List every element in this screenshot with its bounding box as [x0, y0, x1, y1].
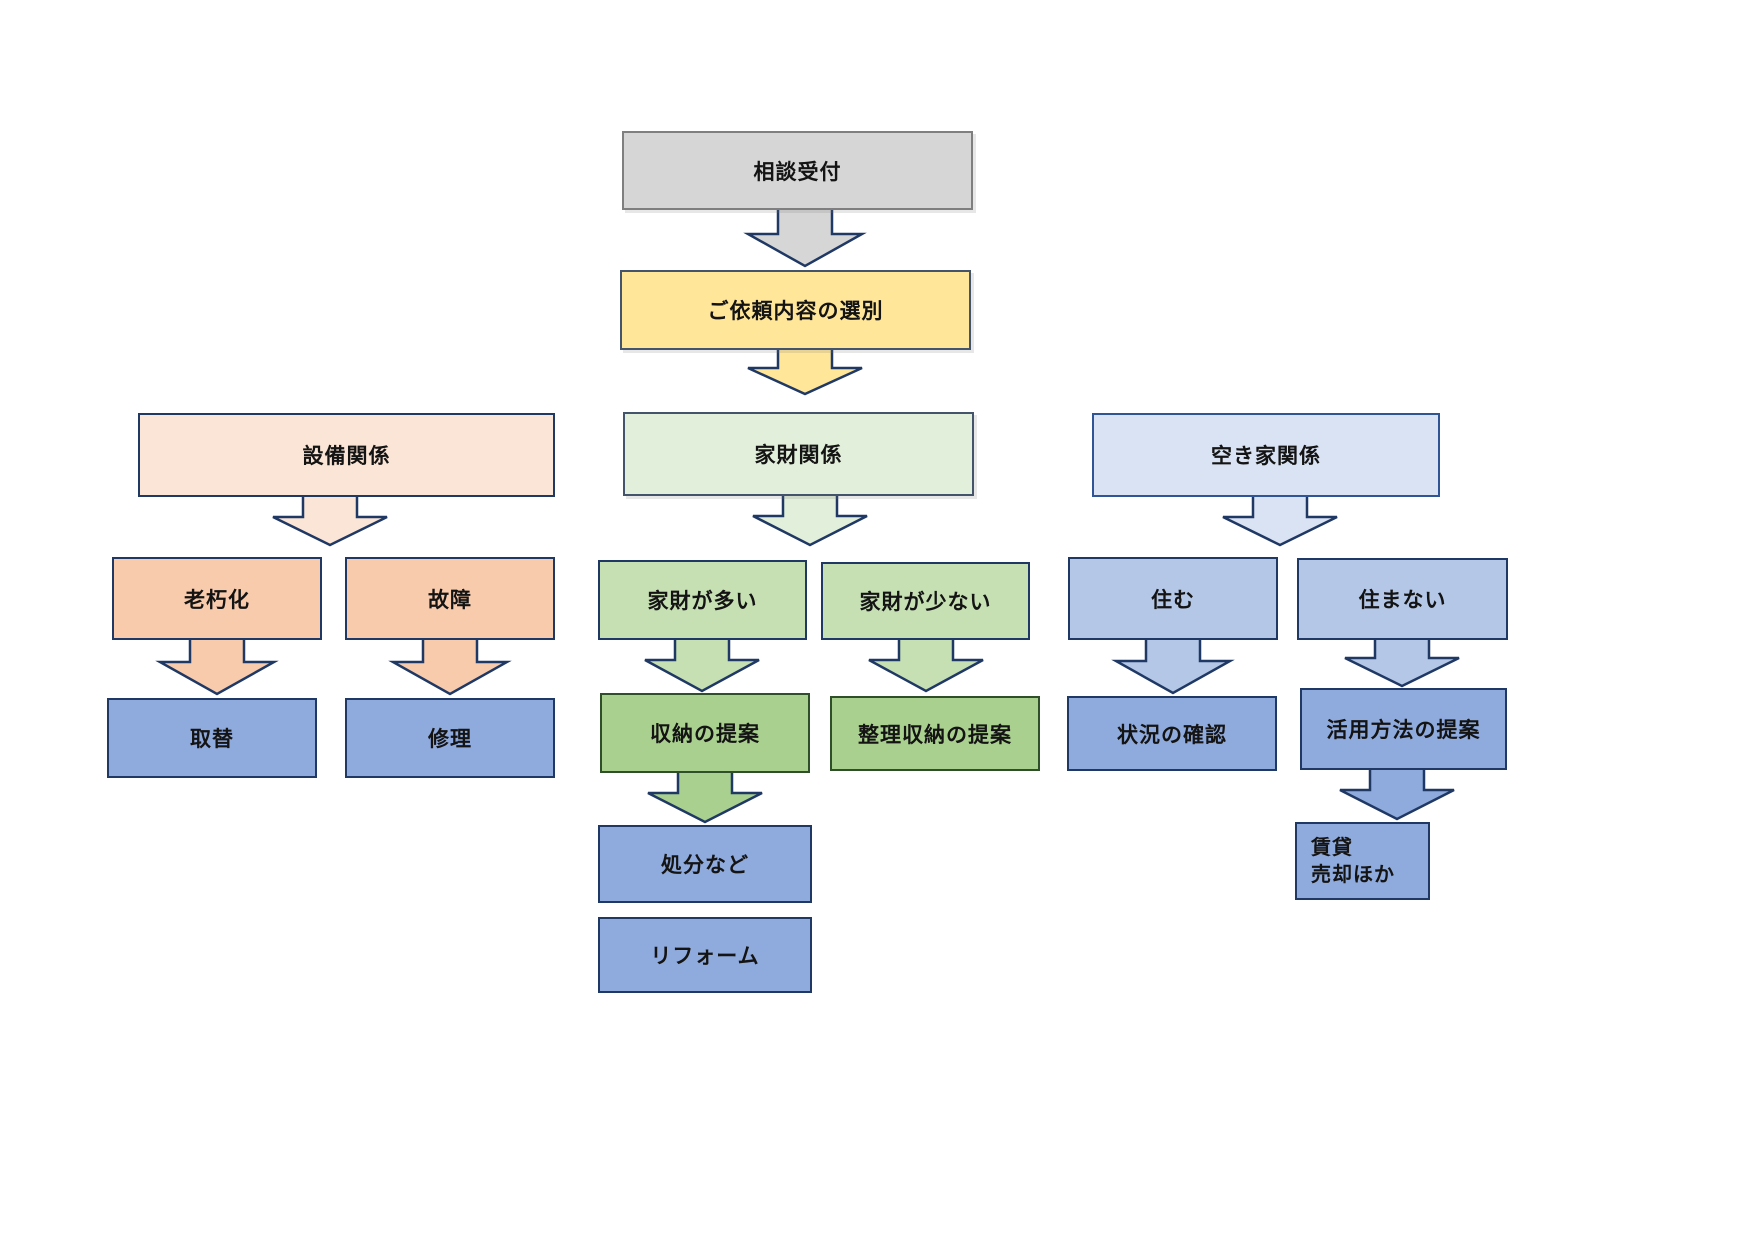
node-joukyou-kakunin: 状況の確認	[1067, 696, 1277, 771]
down-arrow-katsuyou-chintai	[1339, 764, 1455, 821]
node-akiya-kankei: 空き家関係	[1092, 413, 1440, 497]
down-arrow-kazai	[752, 489, 868, 547]
node-shobun-nado: 処分など	[598, 825, 812, 903]
node-katsuyou-teian: 活用方法の提案	[1300, 688, 1507, 770]
node-kazai-ooi: 家財が多い	[598, 560, 807, 640]
down-arrow-sumu-joukyou	[1111, 634, 1235, 695]
node-torikae: 取替	[107, 698, 317, 778]
node-seiri-shuunou-teian: 整理収納の提案	[830, 696, 1040, 771]
down-arrow-kazaisukunai-seiri	[868, 634, 984, 693]
node-soudan-uketsuke: 相談受付	[622, 131, 973, 210]
node-shuuri: 修理	[345, 698, 555, 778]
node-kazai-kankei: 家財関係	[623, 412, 974, 496]
down-arrow-akiya	[1222, 491, 1338, 547]
node-irai-senbetsu: ご依頼内容の選別	[620, 270, 971, 350]
node-sumu: 住む	[1068, 557, 1278, 640]
node-roukyuka: 老朽化	[112, 557, 322, 640]
down-arrow-kazaiooi-shuunou	[644, 634, 760, 693]
node-kazai-sukunai: 家財が少ない	[821, 562, 1030, 640]
down-arrow-soudan-senbetsu	[743, 205, 867, 268]
down-arrow-sumanai-katsuyou	[1344, 634, 1460, 688]
node-reform: リフォーム	[598, 917, 812, 993]
node-setsubi-kankei: 設備関係	[138, 413, 555, 497]
down-arrow-setsubi	[272, 491, 388, 547]
down-arrow-shuunou-shobun	[647, 767, 763, 824]
node-koshou: 故障	[345, 557, 555, 640]
down-arrow-senbetsu-kazai	[747, 344, 863, 396]
node-sumanai: 住まない	[1297, 558, 1508, 640]
down-arrow-koshou-shuuri	[388, 634, 512, 696]
node-chintai-baikyaku: 賃貸 売却ほか	[1295, 822, 1430, 900]
down-arrow-roukyuka-torikae	[155, 634, 279, 696]
node-shuunou-teian: 収納の提案	[600, 693, 810, 773]
